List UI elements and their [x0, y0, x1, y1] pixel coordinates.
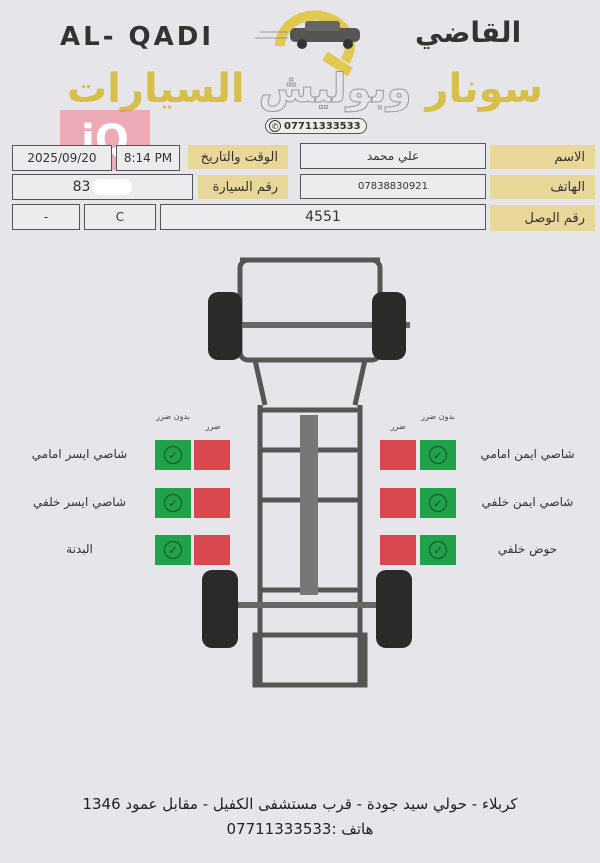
check-icon: ✓ — [164, 446, 182, 464]
brand-name-english: AL- QADI — [60, 22, 215, 52]
slogan-word-2: وبوليش — [258, 66, 412, 113]
brand-name-arabic: القاضي — [415, 16, 522, 49]
check-icon: ✓ — [164, 541, 182, 559]
plate-redaction — [92, 179, 133, 195]
left-checklist: شاصي ايسر امامي ✓ شاصي ايسر خلفي ✓ البدن… — [12, 440, 232, 570]
car-logo-icon — [255, 10, 360, 76]
rear-left-wheel — [202, 570, 238, 648]
no-damage-box: ✓ — [420, 488, 456, 518]
footer-phone: هاتف :07711333533 — [226, 820, 374, 838]
front-left-wheel — [208, 292, 242, 360]
right-item-label: شاصي ايمن امامي — [480, 447, 575, 461]
left-item-label: البدنة — [66, 542, 93, 556]
right-header-no-damage: بدون ضرر — [421, 412, 455, 421]
check-icon: ✓ — [164, 494, 182, 512]
no-damage-box: ✓ — [155, 488, 191, 518]
extra-field-1: C — [84, 204, 156, 230]
plate-value: 83 — [72, 179, 91, 195]
name-label: الاسم — [490, 145, 595, 169]
check-icon: ✓ — [429, 494, 447, 512]
left-header-no-damage: بدون ضرر — [156, 412, 190, 421]
damage-box — [380, 488, 416, 518]
check-icon: ✓ — [429, 446, 447, 464]
phone-field: 07838830921 — [300, 174, 486, 199]
slogan-word-1: سونار — [425, 66, 543, 112]
damage-box — [194, 440, 230, 470]
damage-box — [194, 535, 230, 565]
header-phone-number: 07711333533 — [284, 120, 361, 132]
phone-icon: ✆ — [269, 120, 281, 132]
damage-box — [380, 440, 416, 470]
no-damage-box: ✓ — [420, 535, 456, 565]
name-field: علي محمد — [300, 143, 486, 169]
phone-label: الهاتف — [490, 175, 595, 199]
right-item-label: شاصي ايمن خلفي — [481, 495, 574, 509]
no-damage-box: ✓ — [155, 440, 191, 470]
right-item-label: حوض خلفي — [497, 542, 558, 556]
header-phone: ✆07711333533 — [265, 118, 367, 134]
plate-label: رقم السيارة — [198, 175, 288, 199]
date-field: 2025/09/20 — [12, 145, 112, 171]
right-checklist: ✓ شاصي ايمن امامي ✓ شاصي ايمن خلفي ✓ حوض… — [380, 440, 595, 570]
check-icon: ✓ — [429, 541, 447, 559]
datetime-label: الوقت والتاريخ — [188, 145, 288, 169]
damage-box — [380, 535, 416, 565]
no-damage-box: ✓ — [155, 535, 191, 565]
footer-address: كربلاء - حولي سيد جودة - قرب مستشفى الكف… — [82, 795, 518, 813]
extra-field-2: - — [12, 204, 80, 230]
plate-field: 83 — [12, 174, 193, 200]
left-item-label: شاصي ايسر امامي — [31, 447, 128, 461]
left-item-label: شاصي ايسر خلفي — [33, 495, 126, 509]
slogan-word-3: السيارات — [67, 66, 245, 112]
no-damage-box: ✓ — [420, 440, 456, 470]
receipt-label: رقم الوصل — [490, 205, 595, 231]
rear-right-wheel — [376, 570, 412, 648]
receipt-field: 4551 — [160, 204, 486, 230]
left-header-damage: ضرر — [205, 422, 221, 431]
right-header-damage: ضرر — [390, 422, 406, 431]
slogan: سونار وبوليش السيارات — [15, 66, 595, 113]
damage-box — [194, 488, 230, 518]
front-right-wheel — [372, 292, 406, 360]
chassis-diagram — [202, 257, 412, 688]
time-field: 8:14 PM — [116, 145, 180, 171]
